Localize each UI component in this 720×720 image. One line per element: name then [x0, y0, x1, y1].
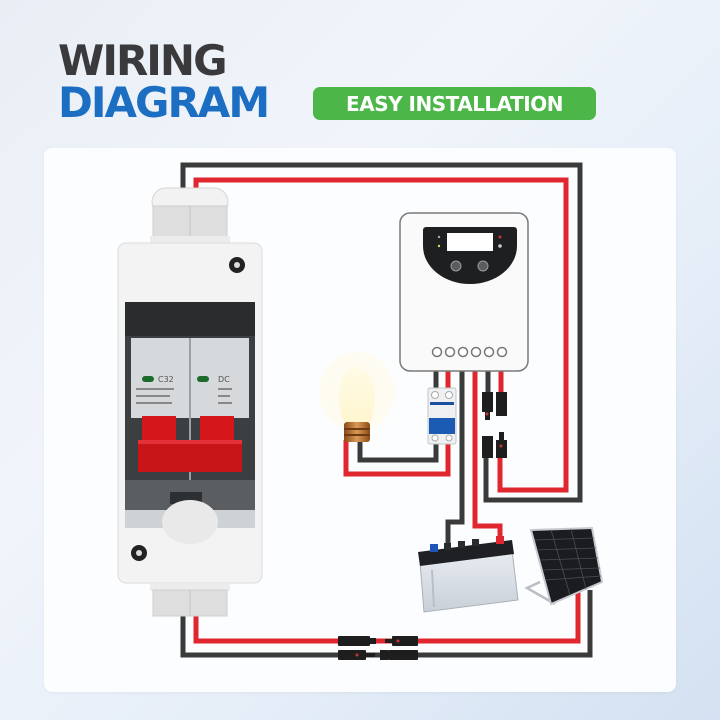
easy-installation-badge: EASY INSTALLATION — [313, 87, 596, 120]
battery-icon — [418, 536, 519, 613]
light-bulb-icon — [319, 352, 395, 442]
mc4-connector-icon — [482, 392, 507, 458]
wire-black-battery — [445, 370, 465, 548]
wire-red-top — [193, 177, 569, 493]
ok-button[interactable] — [477, 260, 489, 272]
title-wiring: WIRING — [58, 36, 228, 85]
positive-terminal — [496, 536, 504, 544]
load-mini-breaker — [427, 387, 457, 445]
breaker-type-label: DC — [218, 375, 230, 384]
mc4-connector-pair-icon — [338, 636, 418, 660]
solar-charge-controller — [399, 212, 529, 372]
terminal-screws — [431, 346, 508, 358]
breaker-rating-label: C32 — [158, 375, 174, 384]
menu-button[interactable] — [450, 260, 462, 272]
solar-panel-icon — [524, 526, 604, 606]
wire-red-bottom — [193, 590, 581, 644]
wire-black-bottom — [180, 590, 593, 658]
mini-breaker-toggle[interactable] — [429, 418, 455, 434]
title-diagram: DIAGRAM — [58, 78, 270, 127]
breaker-toggle[interactable] — [138, 416, 242, 472]
wire-black-top — [180, 162, 583, 503]
lcd-screen — [447, 233, 493, 251]
dc-breaker-enclosure: C32 DC — [117, 187, 263, 617]
negative-terminal — [430, 544, 438, 552]
